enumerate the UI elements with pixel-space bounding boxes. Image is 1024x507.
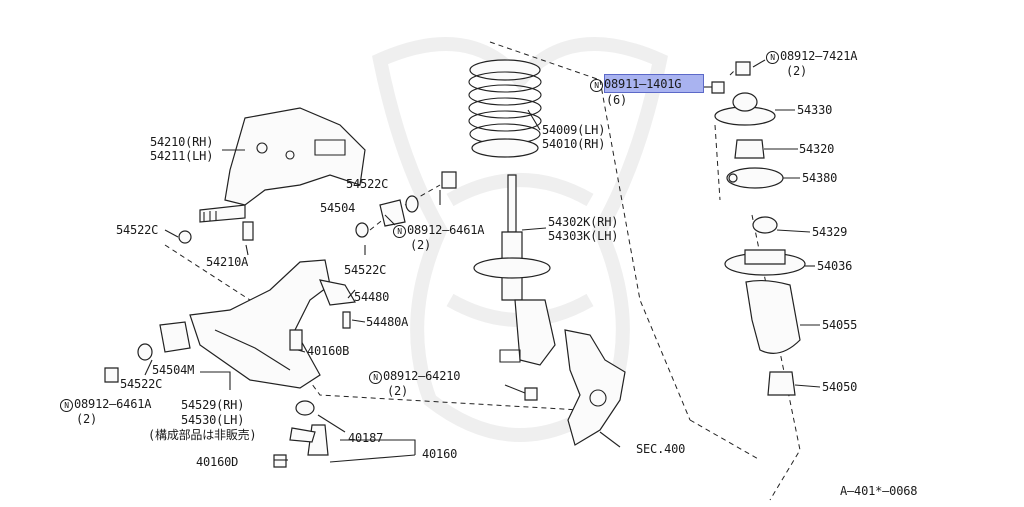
- callout-54380[interactable]: 54380: [802, 171, 838, 185]
- note-not-sold: (構成部品は非販売): [148, 428, 257, 442]
- callout-sec-400[interactable]: SEC.400: [636, 442, 686, 456]
- strut-mount-stack: [711, 61, 806, 396]
- qty-08912-6461A-low: (2): [76, 412, 98, 426]
- drawing-code: A—401*—0068: [840, 484, 918, 498]
- coil-spring: [468, 59, 542, 158]
- highlight-box: [604, 74, 704, 93]
- lower-control-arm: [104, 221, 356, 389]
- leader-lines: [144, 59, 821, 463]
- callout-54530[interactable]: 54530(LH): [181, 413, 245, 427]
- callout-54055[interactable]: 54055: [822, 318, 858, 332]
- qty-08912-7421A: (2): [786, 64, 808, 78]
- qty-08911-1401G: (6): [606, 93, 628, 107]
- callout-40187[interactable]: 40187: [348, 431, 384, 445]
- callout-54480[interactable]: 54480: [354, 290, 390, 304]
- n-mark-icon: N: [369, 371, 382, 384]
- callout-54522C-top[interactable]: 54522C: [346, 177, 389, 191]
- callout-54529[interactable]: 54529(RH): [181, 398, 245, 412]
- callout-54303K[interactable]: 54303K(LH): [548, 229, 619, 243]
- n-mark-icon: N: [766, 51, 779, 64]
- callout-54504-mid[interactable]: 54504: [320, 201, 356, 215]
- callout-54036[interactable]: 54036: [817, 259, 853, 273]
- callout-54210A[interactable]: 54210A: [206, 255, 249, 269]
- callout-54522C-low[interactable]: 54522C: [120, 377, 163, 391]
- callout-54330[interactable]: 54330: [797, 103, 833, 117]
- callout-54329[interactable]: 54329: [812, 225, 848, 239]
- qty-08912-64210: (2): [387, 384, 409, 398]
- n-mark-icon: N: [60, 399, 73, 412]
- callout-54522C-left[interactable]: 54522C: [116, 223, 159, 237]
- callout-54010[interactable]: 54010(RH): [542, 137, 606, 151]
- callout-54320[interactable]: 54320: [799, 142, 835, 156]
- callout-54504M[interactable]: 54504M: [152, 363, 195, 377]
- n-mark-icon: N: [590, 79, 603, 92]
- callout-40160B[interactable]: 40160B: [307, 344, 350, 358]
- callout-54211[interactable]: 54211(LH): [150, 149, 214, 163]
- callout-54009[interactable]: 54009(LH): [542, 123, 606, 137]
- callout-54210[interactable]: 54210(RH): [150, 135, 214, 149]
- callout-40160[interactable]: 40160: [422, 447, 458, 461]
- bushings-middle: [355, 171, 457, 238]
- callout-54480A[interactable]: 54480A: [366, 315, 409, 329]
- qty-08912-6461A-mid: (2): [410, 238, 432, 252]
- callout-54302K[interactable]: 54302K(RH): [548, 215, 619, 229]
- callout-54522C-mid[interactable]: 54522C: [344, 263, 387, 277]
- ball-joint: [273, 400, 329, 468]
- steering-knuckle: [524, 329, 626, 446]
- callout-40160D[interactable]: 40160D: [196, 455, 239, 469]
- shock-absorber: [473, 174, 556, 366]
- assembly-guide-lines: [164, 41, 801, 501]
- upper-arm-bracket: [199, 107, 366, 223]
- callout-54050[interactable]: 54050: [822, 380, 858, 394]
- n-mark-icon: N: [393, 225, 406, 238]
